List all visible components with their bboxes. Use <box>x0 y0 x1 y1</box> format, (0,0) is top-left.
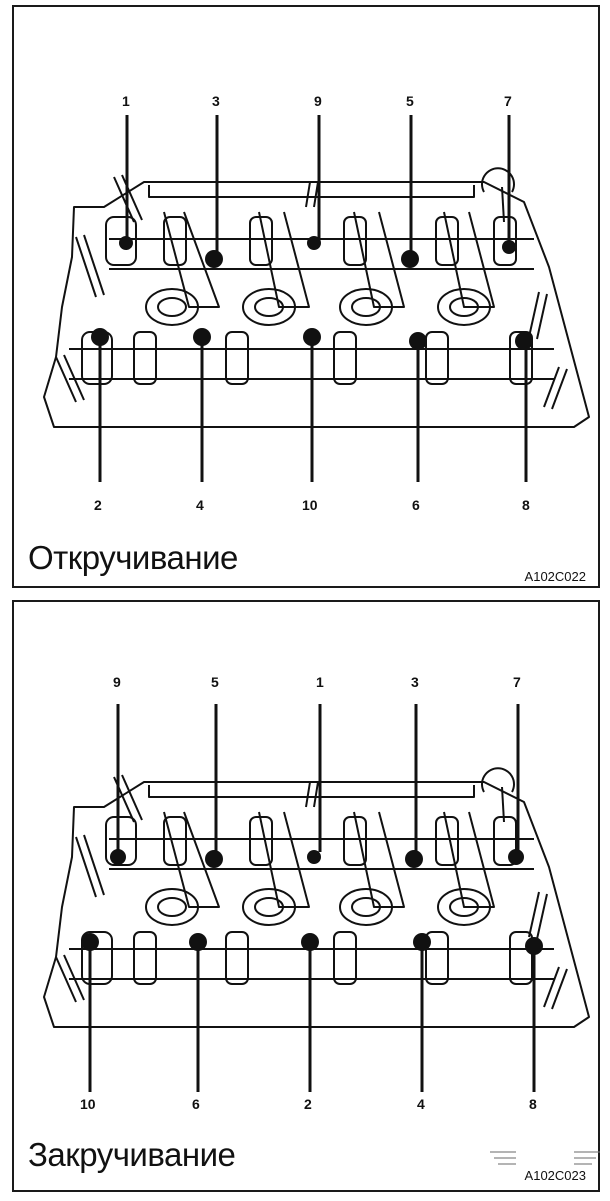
bolt-label-top-3: 9 <box>314 93 322 109</box>
figure-code: A102C022 <box>524 569 586 584</box>
bolt-label-top-2: 5 <box>211 674 219 690</box>
bolt-label-bottom-3: 2 <box>304 1096 312 1112</box>
tightening-diagram-panel: 9 5 1 3 7 10 6 2 4 8 Закручивание A102C0… <box>12 600 600 1192</box>
loosening-diagram-panel: 1 3 9 5 7 2 4 10 6 8 Откручивание A102C0… <box>12 5 600 588</box>
loosening-caption: Откручивание <box>28 539 238 576</box>
cylinder-head-drawing <box>43 704 590 1092</box>
tightening-caption: Закручивание <box>28 1136 236 1173</box>
bolt-label-bottom-4: 6 <box>412 497 420 513</box>
bolt-label-bottom-5: 8 <box>522 497 530 513</box>
bolt-label-top-2: 3 <box>212 93 220 109</box>
bolt-label-bottom-5: 8 <box>529 1096 537 1112</box>
bolt-label-top-1: 1 <box>122 93 130 109</box>
bolt-label-top-1: 9 <box>113 674 121 690</box>
bolt-label-top-3: 1 <box>316 674 324 690</box>
bolt-label-top-5: 7 <box>513 674 521 690</box>
bolt-label-bottom-4: 4 <box>417 1096 425 1112</box>
bolt-label-bottom-2: 6 <box>192 1096 200 1112</box>
bolt-label-top-4: 3 <box>411 674 419 690</box>
bolt-label-bottom-1: 2 <box>94 497 102 513</box>
bolt-label-bottom-3: 10 <box>302 497 318 513</box>
bolt-label-bottom-2: 4 <box>196 497 204 513</box>
cylinder-head-drawing <box>43 115 590 482</box>
figure-code: A102C023 <box>524 1168 586 1183</box>
bolt-label-top-5: 7 <box>504 93 512 109</box>
landsclan-watermark-logo <box>486 1134 604 1196</box>
bolt-label-bottom-1: 10 <box>80 1096 96 1112</box>
bolt-label-top-4: 5 <box>406 93 414 109</box>
